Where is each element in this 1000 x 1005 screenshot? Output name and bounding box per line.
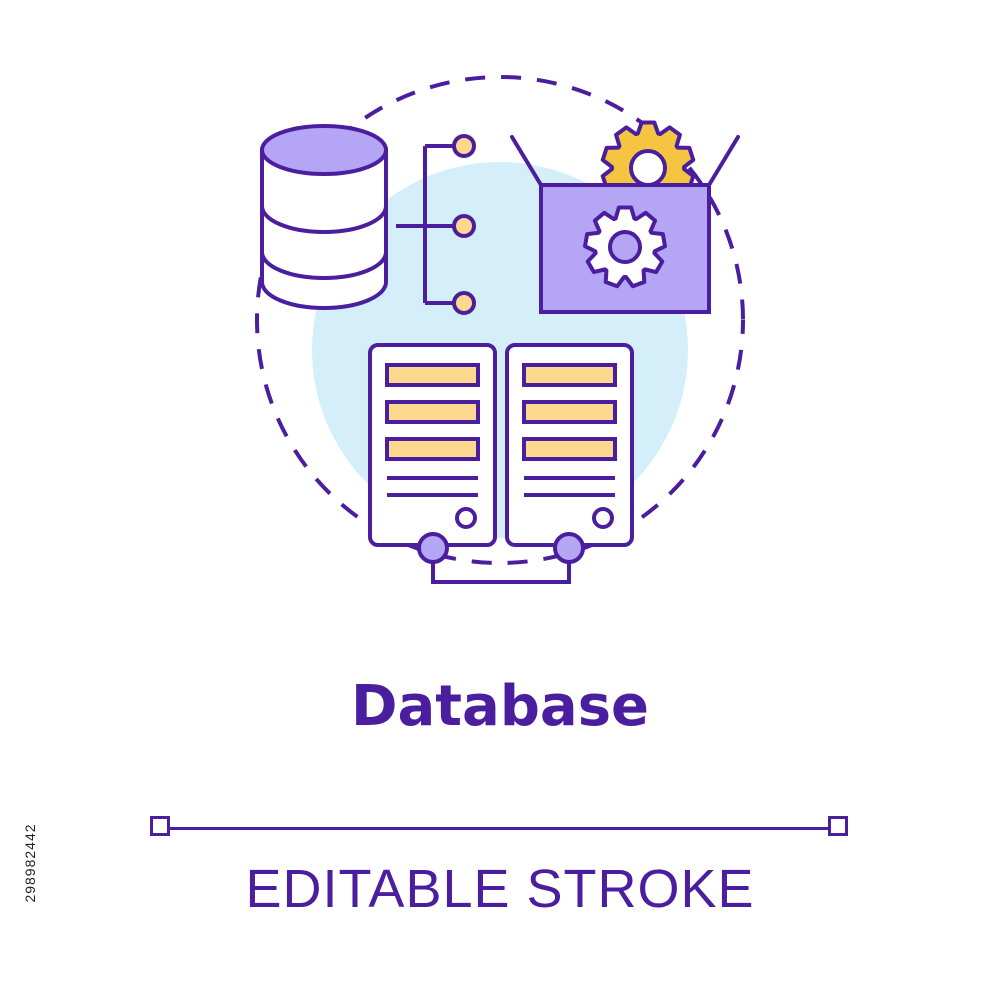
dashed-ring-icon: [255, 75, 745, 565]
gear-hole: [629, 149, 667, 187]
page-title: Database: [350, 674, 650, 739]
editable-stroke-caption: EDITABLE STROKE: [245, 859, 755, 919]
database-cylinder-icon: [260, 124, 388, 310]
gear-box-icon: [510, 120, 740, 314]
stroke-handle-left: [150, 816, 170, 836]
connection-nodes-icon: [396, 134, 476, 315]
stock-id-label: 298982442: [22, 823, 38, 903]
stroke-handle-right: [828, 816, 848, 836]
box-gear-icon: [583, 205, 667, 289]
stroke-rule-line: [168, 827, 832, 830]
gear-hole: [608, 230, 642, 264]
server-racks-icon: [368, 343, 634, 584]
